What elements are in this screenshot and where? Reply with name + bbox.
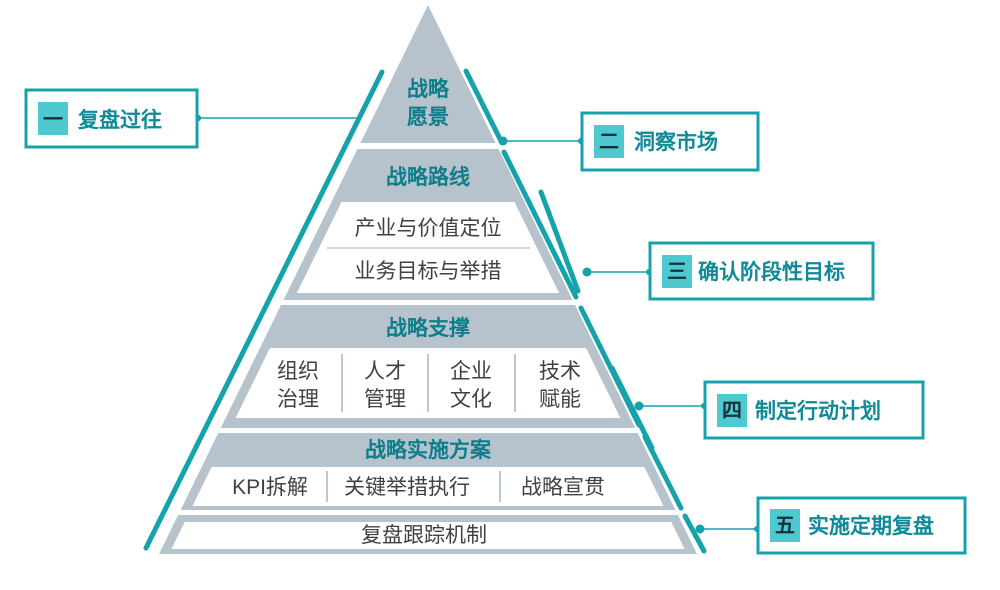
connector-dot-step-3 xyxy=(582,267,592,277)
left-slope-line xyxy=(143,69,385,551)
support-col2-line1: 人才 xyxy=(364,360,406,383)
route-title: 战略路线 xyxy=(386,165,470,189)
vision-title-line2: 愿景 xyxy=(407,106,449,129)
step-number-5: 五 xyxy=(775,515,795,537)
support-col1-line1: 组织 xyxy=(277,360,319,383)
step-label-2: 洞察市场 xyxy=(634,130,718,154)
connector-dot-step-4 xyxy=(634,401,644,411)
step-label-5: 实施定期复盘 xyxy=(808,514,934,538)
step-badge-4 xyxy=(717,394,747,427)
implementation-inner-panel xyxy=(192,467,664,506)
step-number-1: 一 xyxy=(43,109,63,131)
step-badge-1 xyxy=(38,102,68,135)
support-col2-line2: 管理 xyxy=(364,388,406,411)
implementation-title: 战略实施方案 xyxy=(365,438,492,462)
vision-title-line1: 战略 xyxy=(407,77,450,101)
support-col1-line2: 治理 xyxy=(277,388,319,411)
implementation-item-3: 战略宣贯 xyxy=(521,476,605,499)
step-badge-2 xyxy=(594,125,624,158)
step-label-4: 制定行动计划 xyxy=(755,399,881,423)
support-title: 战略支撑 xyxy=(386,316,470,340)
step-label-1: 复盘过往 xyxy=(77,108,162,132)
step-badge-3 xyxy=(662,255,692,288)
pyramid-level-vision xyxy=(360,5,496,143)
implementation-item-1: KPI拆解 xyxy=(232,476,308,499)
step-box-3: 三 确认阶段性目标 xyxy=(648,241,875,301)
connector-dot-step-5 xyxy=(695,524,705,534)
route-item-1: 产业与价值定位 xyxy=(355,217,502,240)
step-box-2: 二 洞察市场 xyxy=(580,111,760,172)
support-col3-line2: 文化 xyxy=(450,388,492,411)
support-col4-line1: 技术 xyxy=(539,360,581,383)
right-slope-dash-2 xyxy=(501,149,579,300)
step-label-3: 确认阶段性目标 xyxy=(698,260,845,284)
step-number-3: 三 xyxy=(667,261,687,283)
right-slope-dash-1 xyxy=(463,68,504,144)
review-inner-panel xyxy=(171,522,685,549)
support-col4-line2: 赋能 xyxy=(539,388,581,411)
step-number-2: 二 xyxy=(599,131,619,153)
step-box-1: 一 复盘过往 xyxy=(24,88,199,149)
step-badge-5 xyxy=(770,509,800,542)
support-col3-line1: 企业 xyxy=(450,360,492,383)
step-number-4: 四 xyxy=(722,400,742,422)
route-item-2: 业务目标与举措 xyxy=(355,260,502,283)
right-slope-dash-4 xyxy=(642,434,684,511)
implementation-item-2: 关键举措执行 xyxy=(344,476,470,499)
right-slope-dash-2-outer xyxy=(538,189,581,294)
step-box-5: 五 实施定期复盘 xyxy=(756,496,967,555)
step-box-4: 四 制定行动计划 xyxy=(703,380,925,440)
connector-dot-step-2 xyxy=(498,136,508,146)
review-item: 复盘跟踪机制 xyxy=(361,524,487,547)
right-slope-dash-5 xyxy=(682,513,707,554)
